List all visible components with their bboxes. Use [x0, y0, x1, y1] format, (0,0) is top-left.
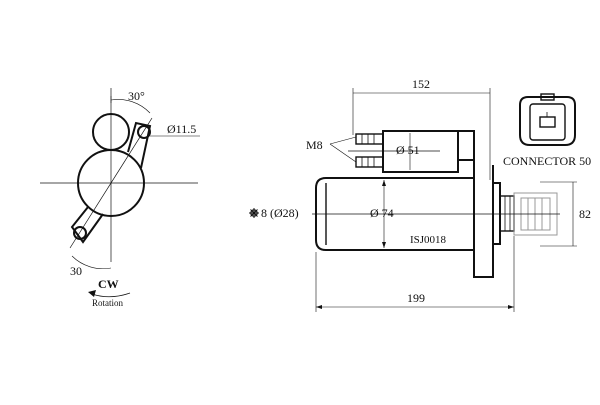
connector-label: CONNECTOR 50 — [503, 154, 591, 168]
drive-housing — [473, 165, 494, 278]
terminal-stud-lower — [355, 156, 384, 168]
connector-outline — [519, 96, 576, 146]
top-angle-label: 30° — [128, 89, 145, 103]
solenoid-diameter-label: Ø 51 — [396, 143, 420, 157]
hole-diameter-label: Ø11.5 — [167, 122, 196, 136]
upper-mounting-hole — [137, 125, 151, 139]
rotation-arrow-icon — [88, 290, 131, 298]
rotation-caption: Rotation — [92, 298, 123, 308]
connector-pin — [539, 116, 556, 128]
teeth-label: 8 (Ø28) — [261, 206, 299, 220]
side-view: 152 M8 Ø 51 — [249, 77, 591, 312]
dim-199-label: 199 — [407, 291, 425, 305]
terminal-thread-label: M8 — [306, 138, 323, 152]
drive-shaft — [499, 195, 515, 232]
upper-mounting-arm — [127, 121, 152, 169]
rotation-direction-label: CW — [98, 277, 119, 291]
terminal-stud-upper — [355, 133, 384, 145]
solenoid-bracket — [458, 130, 475, 177]
gear-icon — [249, 208, 259, 218]
front-diagonal-axis — [69, 117, 153, 249]
connector-inner — [529, 103, 566, 141]
lower-mounting-arm — [70, 206, 104, 244]
dim-152-label: 152 — [412, 77, 430, 91]
bottom-angle-label: 30 — [70, 264, 82, 278]
drive-flange — [493, 182, 501, 245]
connector-latch — [540, 93, 555, 101]
connector-view: CONNECTOR 50 — [503, 93, 591, 168]
motor-body-circle — [77, 149, 145, 217]
part-number: ISJ0018 — [410, 234, 447, 246]
motor-body — [315, 177, 475, 251]
front-view: 30° Ø11.5 30 CW Rotation — [40, 88, 200, 308]
bottom-angle-arc — [71, 255, 112, 269]
pinion-height-label: 82 — [579, 207, 591, 221]
solenoid-body — [382, 130, 459, 173]
top-angle-arc — [110, 99, 151, 114]
motor-diameter-label: Ø 74 — [370, 206, 394, 220]
lower-mounting-hole — [73, 226, 87, 240]
